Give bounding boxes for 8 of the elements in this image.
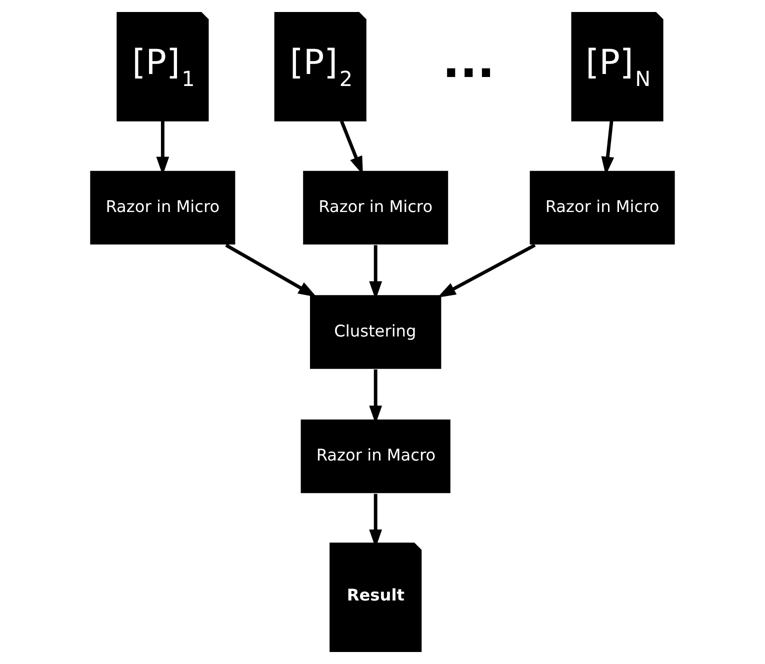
node-box: Clustering bbox=[308, 294, 442, 370]
label: ... bbox=[442, 34, 495, 88]
arrow bbox=[437, 244, 536, 298]
node-box: Razor in Macro bbox=[300, 418, 452, 494]
node-box: Razor in Micro bbox=[528, 170, 676, 246]
node-box: Razor in Micro bbox=[89, 170, 236, 246]
arrow bbox=[225, 244, 317, 298]
node-box: Razor in Micro bbox=[302, 170, 450, 246]
